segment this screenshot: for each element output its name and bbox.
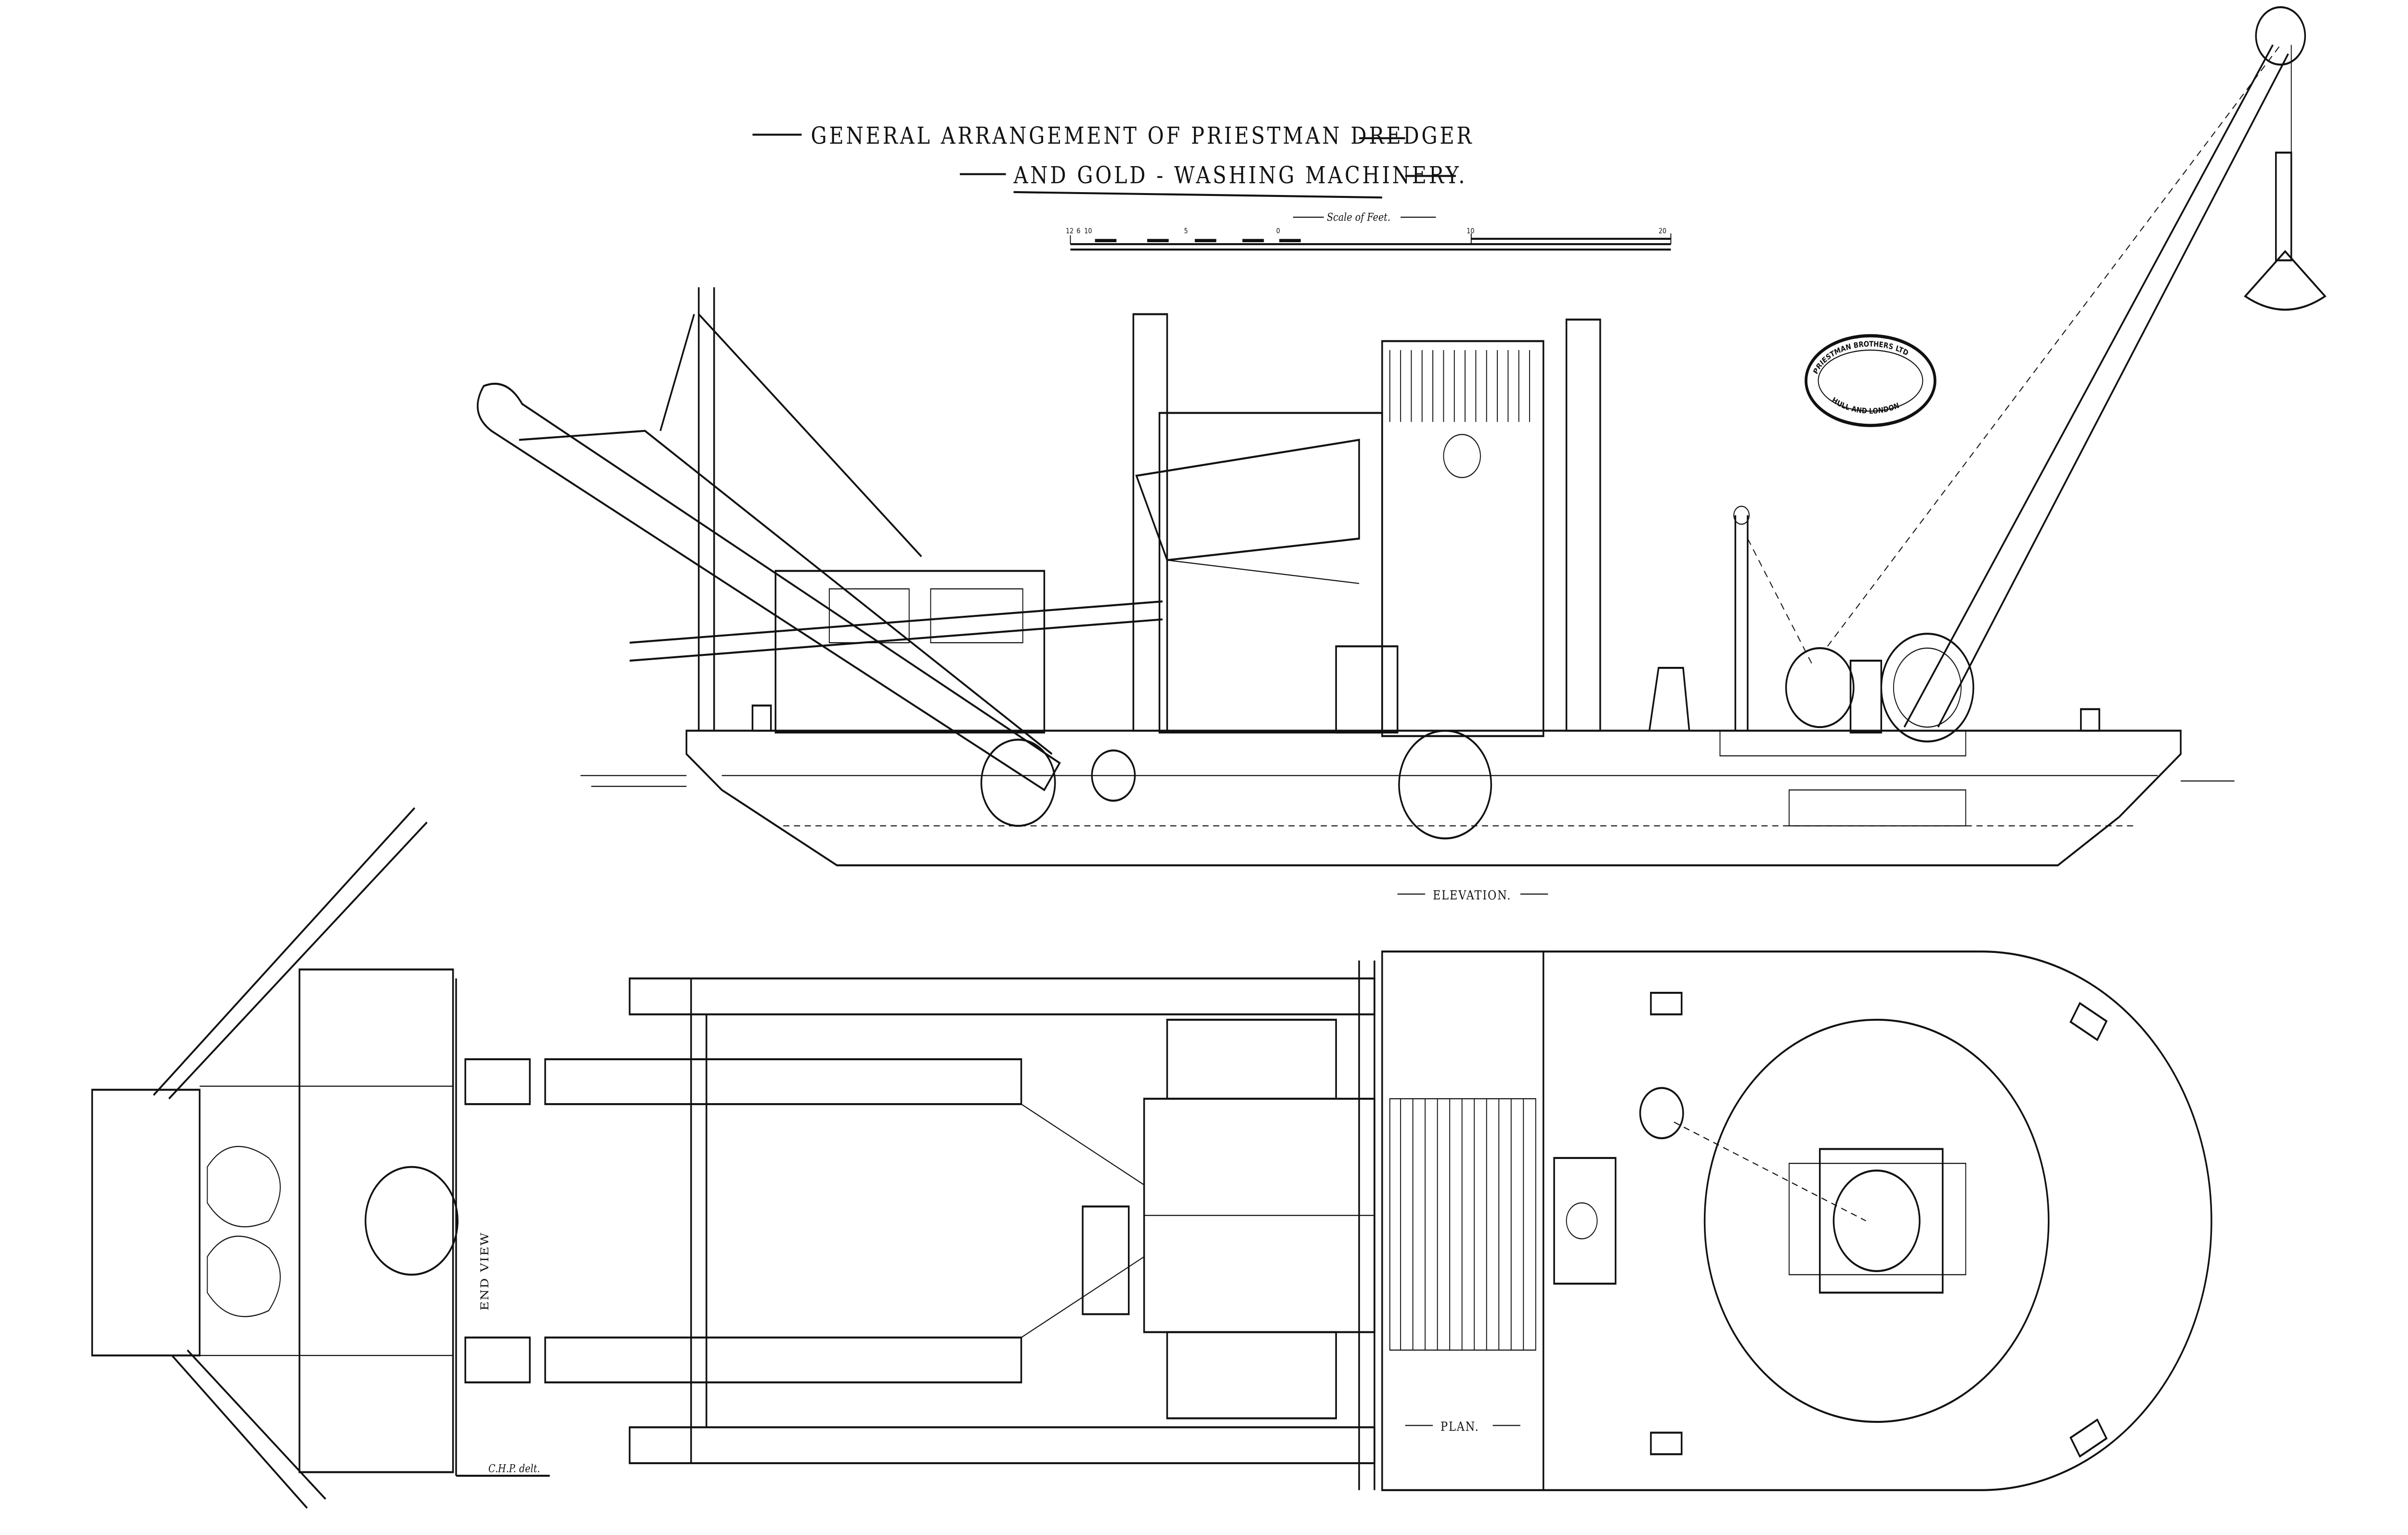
priestman-brothers-stamp: PRIESTMAN BROTHERS LTD HULL AND LONDON [1805,334,1937,428]
elevation-label: ELEVATION. [1433,887,1511,902]
scale-tick: 10 [1084,227,1092,235]
title-line-1: GENERAL ARRANGEMENT OF PRIESTMAN DREDGER [811,122,1474,149]
end-view: END VIEW C.H.P. delt. [91,807,550,1509]
plan-label: PLAN. [1440,1419,1479,1434]
screen-grid [1389,350,1530,422]
stamp-top-text: PRIESTMAN BROTHERS LTD [1812,340,1910,376]
scale-tick: 0 [1276,227,1280,235]
signature: C.H.P. delt. [488,1462,540,1475]
svg-text:PRIESTMAN BROTHERS LTD: PRIESTMAN BROTHERS LTD [1812,340,1910,376]
title-line-2: AND GOLD - WASHING MACHINERY. [1013,161,1467,189]
title-block: GENERAL ARRANGEMENT OF PRIESTMAN DREDGER… [752,122,1474,199]
scale-tick: 10 [1466,227,1474,235]
elevation-view: ELEVATION. [477,6,2327,903]
scale-tick: 5 [1184,227,1188,235]
scale-tick: 20 [1659,227,1666,235]
scale-bar: Scale of Feet. 12 6 10 5 0 10 20 [1066,211,1672,251]
stamp-bottom-text: HULL AND LONDON [1831,396,1900,416]
scale-tick: 6 [1076,227,1080,235]
plan-view: PLAN. [464,950,2212,1491]
end-view-label: END VIEW [478,1232,491,1311]
scale-label: Scale of Feet. [1327,211,1390,223]
svg-text:HULL AND LONDON: HULL AND LONDON [1831,396,1900,416]
scale-tick: 12 [1066,227,1073,235]
